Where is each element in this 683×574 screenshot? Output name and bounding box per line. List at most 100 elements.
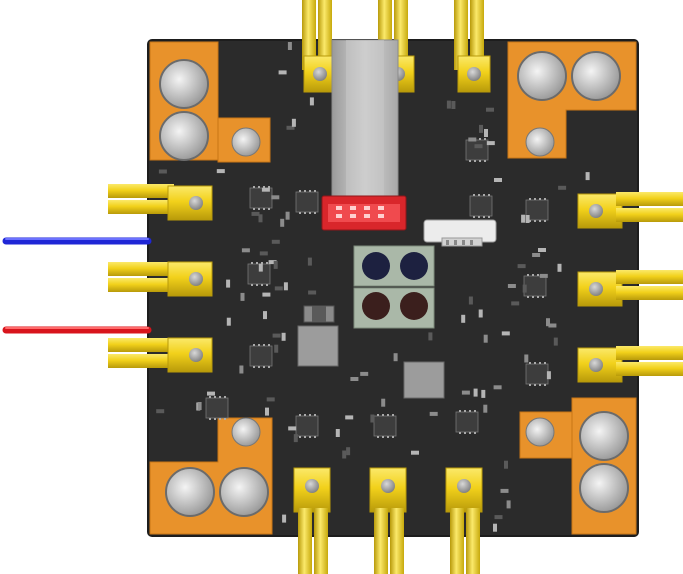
right-connectors [577,192,683,383]
sma-connector [293,467,331,574]
mount-screws [231,127,555,447]
sma-connector [302,0,337,93]
white-connector [423,219,497,247]
ic-chip [403,361,445,399]
smd-passive [486,141,495,146]
sma-connector [454,0,491,93]
smd-passive [507,284,516,288]
smd-passive [207,391,215,396]
smd-passive [393,353,398,362]
smd-passive [548,323,557,328]
smd-passive [283,282,288,291]
sma-connector [577,192,683,229]
smd-passive [285,211,290,220]
terminal [517,51,567,101]
smd-passive [281,332,286,341]
smd-passive [538,248,546,252]
power-wires [2,237,152,334]
terminal [219,467,269,517]
ic-chip [295,191,319,213]
ic-chip [525,199,549,221]
red-header-connector [321,195,407,231]
smd-passive [494,515,503,520]
smd-passive [546,318,550,327]
smd-passive [309,97,314,106]
smd-passive [345,415,354,420]
smd-passive [286,125,295,130]
sma-connector [108,261,213,297]
shielded-module [331,39,399,197]
smd-passive [461,314,466,323]
smd-passive [532,253,541,257]
capacitor-bank [353,245,435,329]
terminal [571,51,621,101]
smd-passive [517,264,526,269]
smd-passive [271,195,280,200]
screw-icon [525,127,555,157]
smd-passive [282,514,287,523]
ic-chip [295,415,319,437]
smd-passive [266,397,275,402]
screw-icon [231,127,261,157]
capacitor [400,252,428,280]
bottom-connectors [293,467,483,574]
sma-connector [369,467,407,574]
smd-passive [506,500,511,509]
screw-icon [525,417,555,447]
smd-passive [428,332,433,341]
smd-passive [558,185,567,190]
smd-passive [216,169,225,174]
terminal [159,111,209,161]
sma-connector [445,467,483,574]
smd-passive [501,331,510,336]
smd-passive [474,144,483,149]
smd-passive [481,389,486,398]
ic-chip [523,275,547,297]
smd-passive [381,398,386,407]
smd-passive [429,411,438,416]
smd-passive [493,523,497,532]
sma-connector [577,270,683,307]
smd-passive [274,344,279,353]
ic-chip [373,415,397,437]
smd-passive [486,107,494,112]
smd-passive [265,407,269,416]
smd-passive [557,263,562,272]
smd-passive [156,409,165,414]
smd-passive [259,251,268,256]
smd-passive [251,211,260,216]
smd-passive [360,371,369,376]
smd-passive [539,273,548,278]
smd-passive [226,279,231,288]
smd-passive [346,447,351,456]
terminal [159,59,209,109]
smd-passive [478,309,483,318]
ic-chip [455,411,479,433]
smd-passive [240,292,245,301]
smd-passive [350,377,359,381]
smd-passive [278,70,287,75]
ic-chip [249,345,273,367]
screw-icon [231,417,261,447]
smd-passive [493,385,502,390]
terminal [579,411,629,461]
ic-chip [297,325,339,367]
smd-passive [274,286,283,291]
smd-passive [226,317,231,326]
capacitor [400,292,428,320]
smd-passive [308,290,317,295]
smd-passive [307,257,312,266]
smd-passive [262,292,271,297]
smd-passive [525,215,530,223]
smd-passive [473,388,478,397]
smd-passive [461,390,470,395]
ic-chip [469,195,493,217]
smd-passive [524,354,529,363]
smd-passive [585,172,590,181]
smd-components [156,42,590,532]
smd-passive [546,371,551,380]
capacitor [362,252,390,280]
smd-passive [261,187,270,192]
smd-passive [258,214,263,223]
